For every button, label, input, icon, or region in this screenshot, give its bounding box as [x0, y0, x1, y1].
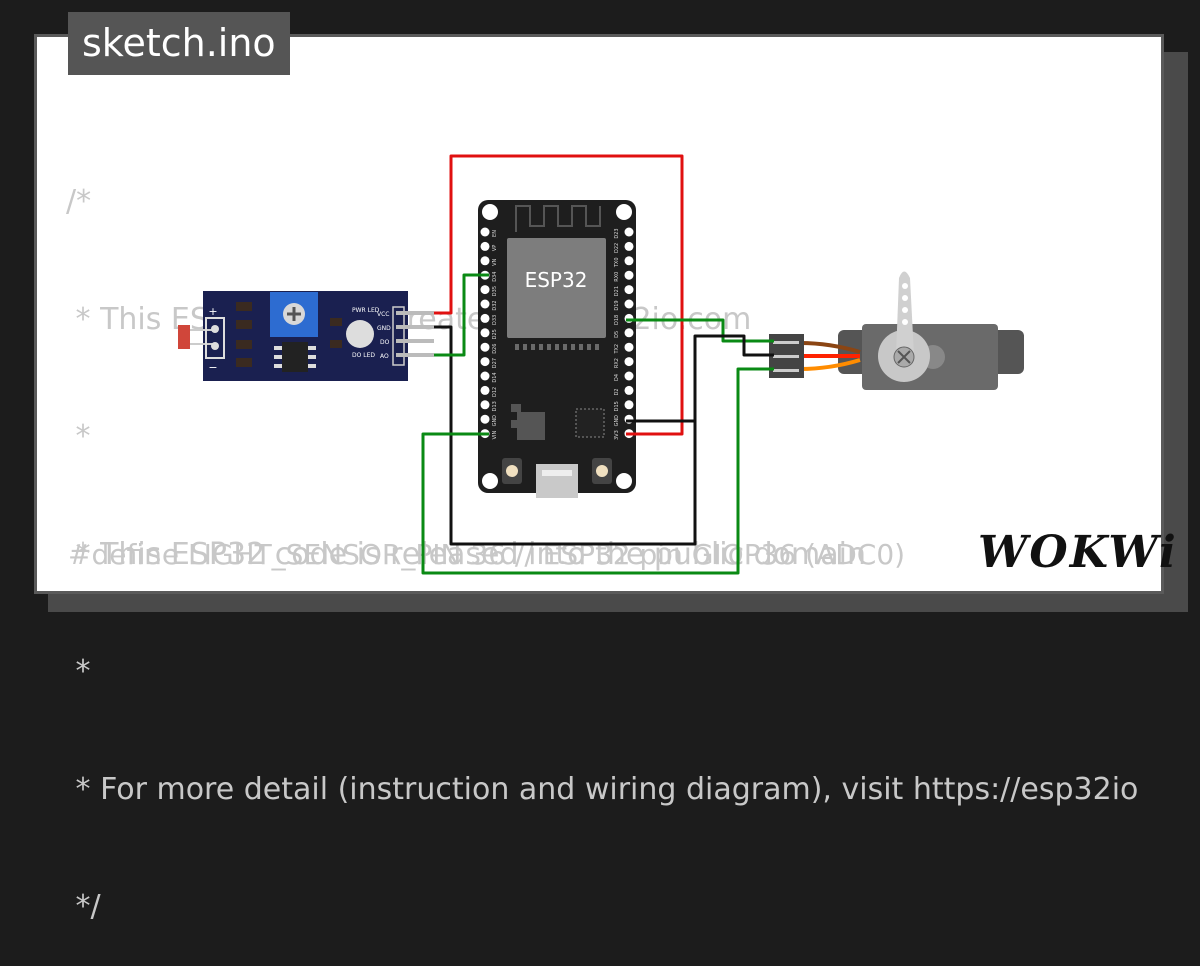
pin-label: D35 — [492, 286, 498, 296]
pin-d12[interactable] — [480, 385, 490, 395]
usb-chip — [575, 408, 605, 438]
pin-d22[interactable] — [624, 241, 634, 251]
pin-label: RX2 — [614, 358, 620, 368]
pin-label: D18 — [614, 315, 620, 325]
pin-tx2[interactable] — [624, 342, 634, 352]
pin-d2[interactable] — [624, 385, 634, 395]
pin-label: D27 — [492, 358, 498, 368]
voltage-regulator — [517, 412, 545, 440]
pin-d5[interactable] — [624, 328, 634, 338]
pin-label-ao: AO — [380, 353, 389, 360]
servo-wire-brown — [799, 341, 861, 354]
pin-label: D2 — [614, 388, 620, 395]
pin-label: 3V3 — [614, 430, 620, 440]
wiring-diagram: ESP32 ENVPVND34D35D32D33D25D26D27D14D12D… — [178, 154, 1024, 575]
pin-rx0[interactable] — [624, 270, 634, 280]
pin-label-vcc: VCC — [377, 311, 389, 318]
pin-label: GND — [614, 415, 620, 427]
pin-d27[interactable] — [480, 357, 490, 367]
pin-d14[interactable] — [480, 371, 490, 381]
comparator-chip — [282, 342, 308, 372]
pin-label: D32 — [492, 300, 498, 310]
pin-d21[interactable] — [624, 285, 634, 295]
pin-label: D34 — [492, 272, 498, 282]
pin-d18[interactable] — [624, 313, 634, 323]
pin-label: D33 — [492, 315, 498, 325]
pin-label: VN — [492, 258, 498, 265]
pwr-led-label: PWR LED — [352, 307, 380, 314]
pin-label: VP — [492, 245, 498, 251]
do-led-label: DO LED — [352, 352, 375, 359]
wire-vcc-red — [434, 154, 684, 436]
pin-d4[interactable] — [624, 371, 634, 381]
photoresistor — [178, 325, 190, 349]
usb-port — [536, 464, 578, 498]
pin-label: D25 — [492, 329, 498, 339]
pin-label: D22 — [614, 243, 620, 253]
servo-motor[interactable] — [769, 271, 1024, 391]
led-dome — [346, 320, 374, 348]
pin-label: D4 — [614, 374, 620, 381]
servo-wire-orange — [799, 358, 861, 371]
code-line: /* — [66, 184, 92, 219]
plus-mark: + — [208, 305, 217, 318]
wire-gnd-black — [434, 325, 697, 546]
pin-label: GND — [492, 415, 498, 427]
pin-rx2[interactable] — [624, 357, 634, 367]
pin-label: D23 — [614, 228, 620, 238]
pin-d13[interactable] — [480, 400, 490, 410]
wire-servo-power-green — [421, 367, 774, 575]
pin-d23[interactable] — [624, 227, 634, 237]
pin-d32[interactable] — [480, 299, 490, 309]
pin-label: D19 — [614, 300, 620, 310]
pin-label: D26 — [492, 344, 498, 354]
pin-d25[interactable] — [480, 328, 490, 338]
pin-d19[interactable] — [624, 299, 634, 309]
pin-label: D14 — [492, 372, 498, 382]
pin-label-gnd: GND — [377, 325, 391, 332]
pin-tx0[interactable] — [624, 256, 634, 266]
pin-label: D13 — [492, 401, 498, 411]
pin-en[interactable] — [480, 227, 490, 237]
pin-label: TX0 — [614, 257, 620, 268]
code-line: * — [66, 419, 91, 454]
pin-gnd[interactable] — [480, 414, 490, 424]
pin-d26[interactable] — [480, 342, 490, 352]
file-title: sketch.ino — [68, 12, 290, 75]
code-line: * For more detail (instruction and wirin… — [66, 771, 1139, 807]
pin-label: D15 — [614, 401, 620, 411]
wire-servo-gnd-black — [693, 334, 774, 421]
pin-label-do: DO — [380, 339, 390, 346]
esp32-module-shield — [507, 238, 606, 338]
minus-mark: − — [208, 361, 217, 374]
pin-label: VIN — [492, 431, 498, 440]
pin-label: D12 — [492, 387, 498, 397]
pin-label: D5 — [614, 331, 620, 338]
pin-label: RX0 — [614, 272, 620, 282]
code-define-line: #define LIGHT_SENSOR_PIN 36 // ESP32 pin… — [68, 538, 906, 571]
module-pads — [515, 344, 599, 350]
wire-ao-green — [434, 273, 489, 357]
pin-vn[interactable] — [480, 256, 490, 266]
pin-d35[interactable] — [480, 285, 490, 295]
esp32-board[interactable]: ESP32 ENVPVND34D35D32D33D25D26D27D14D12D… — [478, 200, 636, 498]
pin-vp[interactable] — [480, 241, 490, 251]
light-sensor-module[interactable]: + − PWR LED DO LED VCC GND DO AO — [178, 291, 434, 381]
code-line: * — [66, 654, 91, 689]
pin-d33[interactable] — [480, 313, 490, 323]
code-line: */ — [66, 889, 101, 924]
pin-label: TX2 — [614, 344, 620, 355]
pin-d15[interactable] — [624, 400, 634, 410]
pin-label: D21 — [614, 286, 620, 296]
wire-servo-signal-green — [626, 318, 774, 343]
code-line: * This ESP32 code is released into the p… — [66, 536, 866, 572]
wokwi-logo: WOKWi — [978, 527, 1178, 578]
board-label: ESP32 — [525, 268, 588, 292]
pin-label: EN — [492, 230, 498, 237]
wires — [421, 154, 774, 575]
